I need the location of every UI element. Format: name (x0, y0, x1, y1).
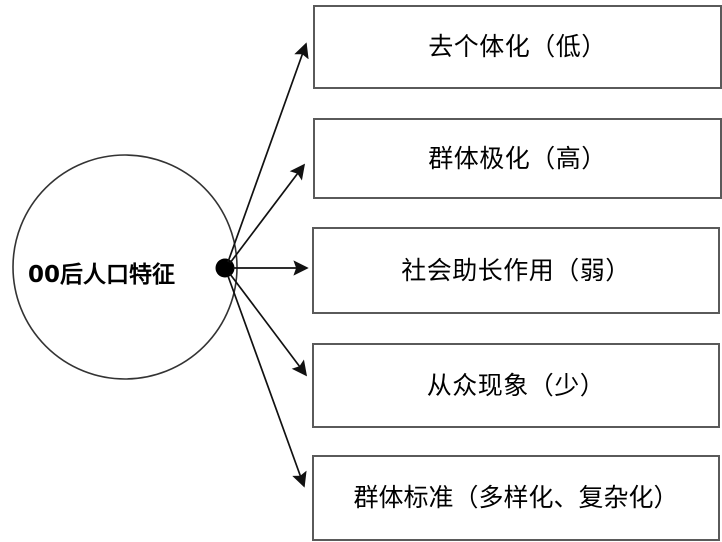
node-box-label: 社会助长作用（弱） (401, 255, 631, 285)
node-box-群体标准[interactable]: 群体标准（多样化、复杂化） (312, 455, 720, 541)
node-box-群体极化[interactable]: 群体极化（高） (313, 118, 722, 199)
node-box-label: 去个体化（低） (428, 32, 607, 62)
hub-label: 00后人口特征 (28, 262, 176, 288)
connector-to-box-2 (229, 163, 306, 264)
connector-to-box-5 (227, 275, 307, 488)
node-box-社会助长作用[interactable]: 社会助长作用（弱） (312, 227, 720, 314)
connector-to-box-4 (229, 273, 308, 377)
hub-circle (12, 154, 238, 380)
hub-junction-dot (215, 258, 235, 278)
node-box-去个体化[interactable]: 去个体化（低） (313, 5, 722, 89)
node-box-label: 群体标准（多样化、复杂化） (353, 483, 679, 513)
node-box-label: 从众现象（少） (426, 370, 606, 400)
connector-to-box-1 (227, 42, 309, 263)
hub-label-wrapper: 00后人口特征 (28, 255, 175, 289)
node-box-label: 群体极化（高） (428, 143, 607, 173)
node-box-从众现象[interactable]: 从众现象（少） (312, 343, 720, 428)
